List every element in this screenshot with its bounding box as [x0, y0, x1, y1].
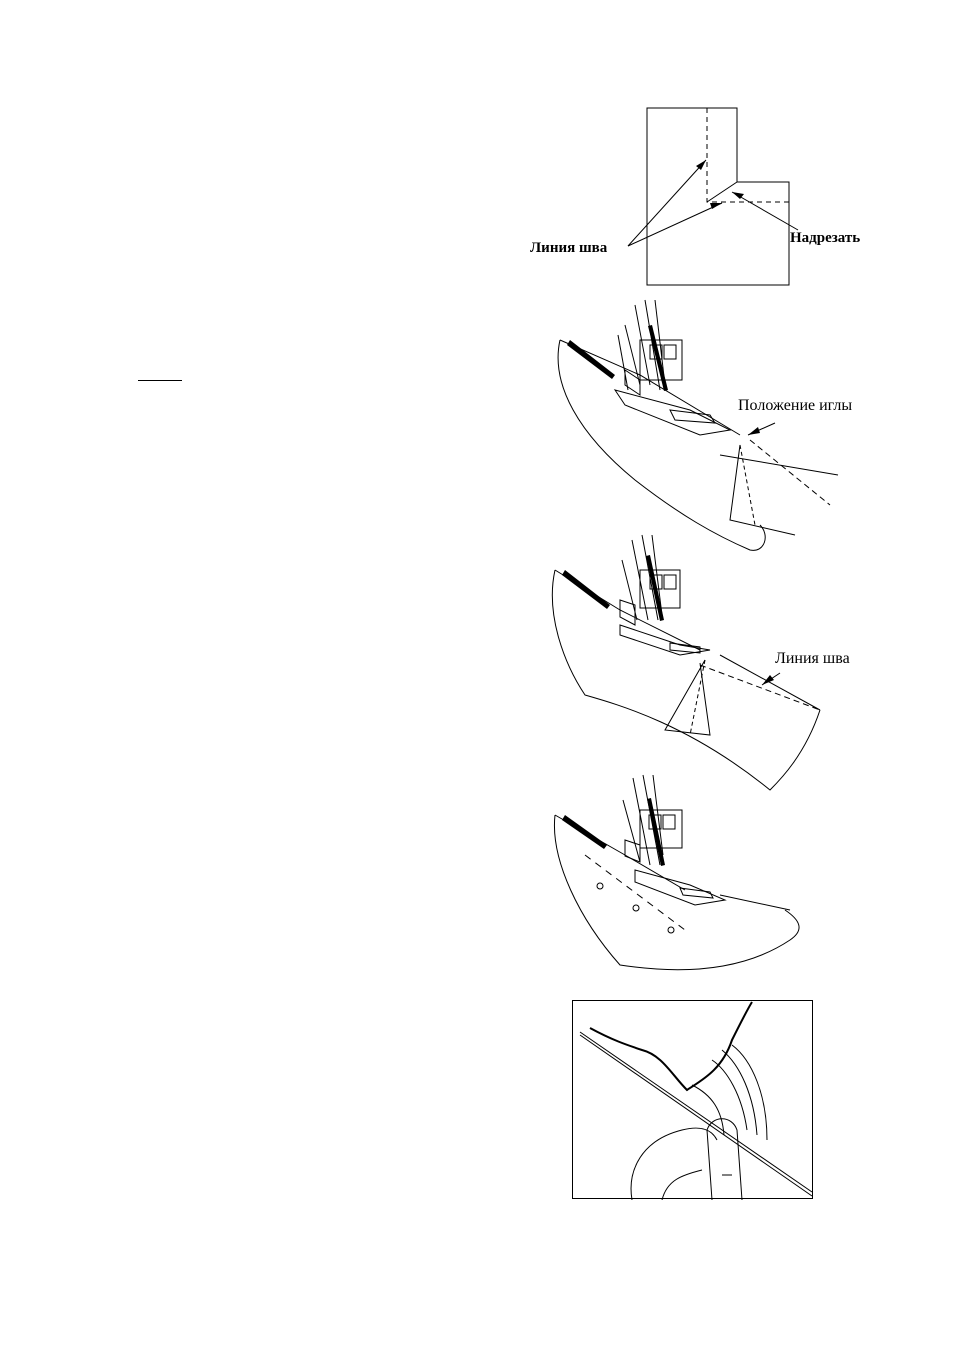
cut-label: Надрезать	[790, 230, 860, 247]
figure-corner-seam: Линия шва Надрезать	[520, 100, 880, 290]
figure-seam-line: Линия шва	[540, 525, 880, 795]
pinned-fabric-drawing	[545, 770, 875, 980]
needle-position-label: Положение иглы	[738, 397, 852, 415]
seam-line-label-1: Линия шва	[530, 240, 607, 257]
thread-closeup-drawing	[572, 1000, 814, 1200]
figure-thread-closeup	[572, 1000, 814, 1200]
figure-pinned-fabric	[545, 770, 875, 980]
seam-line-label-2: Линия шва	[775, 650, 850, 668]
underline-mark	[138, 380, 182, 381]
corner-seam-drawing	[520, 100, 880, 290]
